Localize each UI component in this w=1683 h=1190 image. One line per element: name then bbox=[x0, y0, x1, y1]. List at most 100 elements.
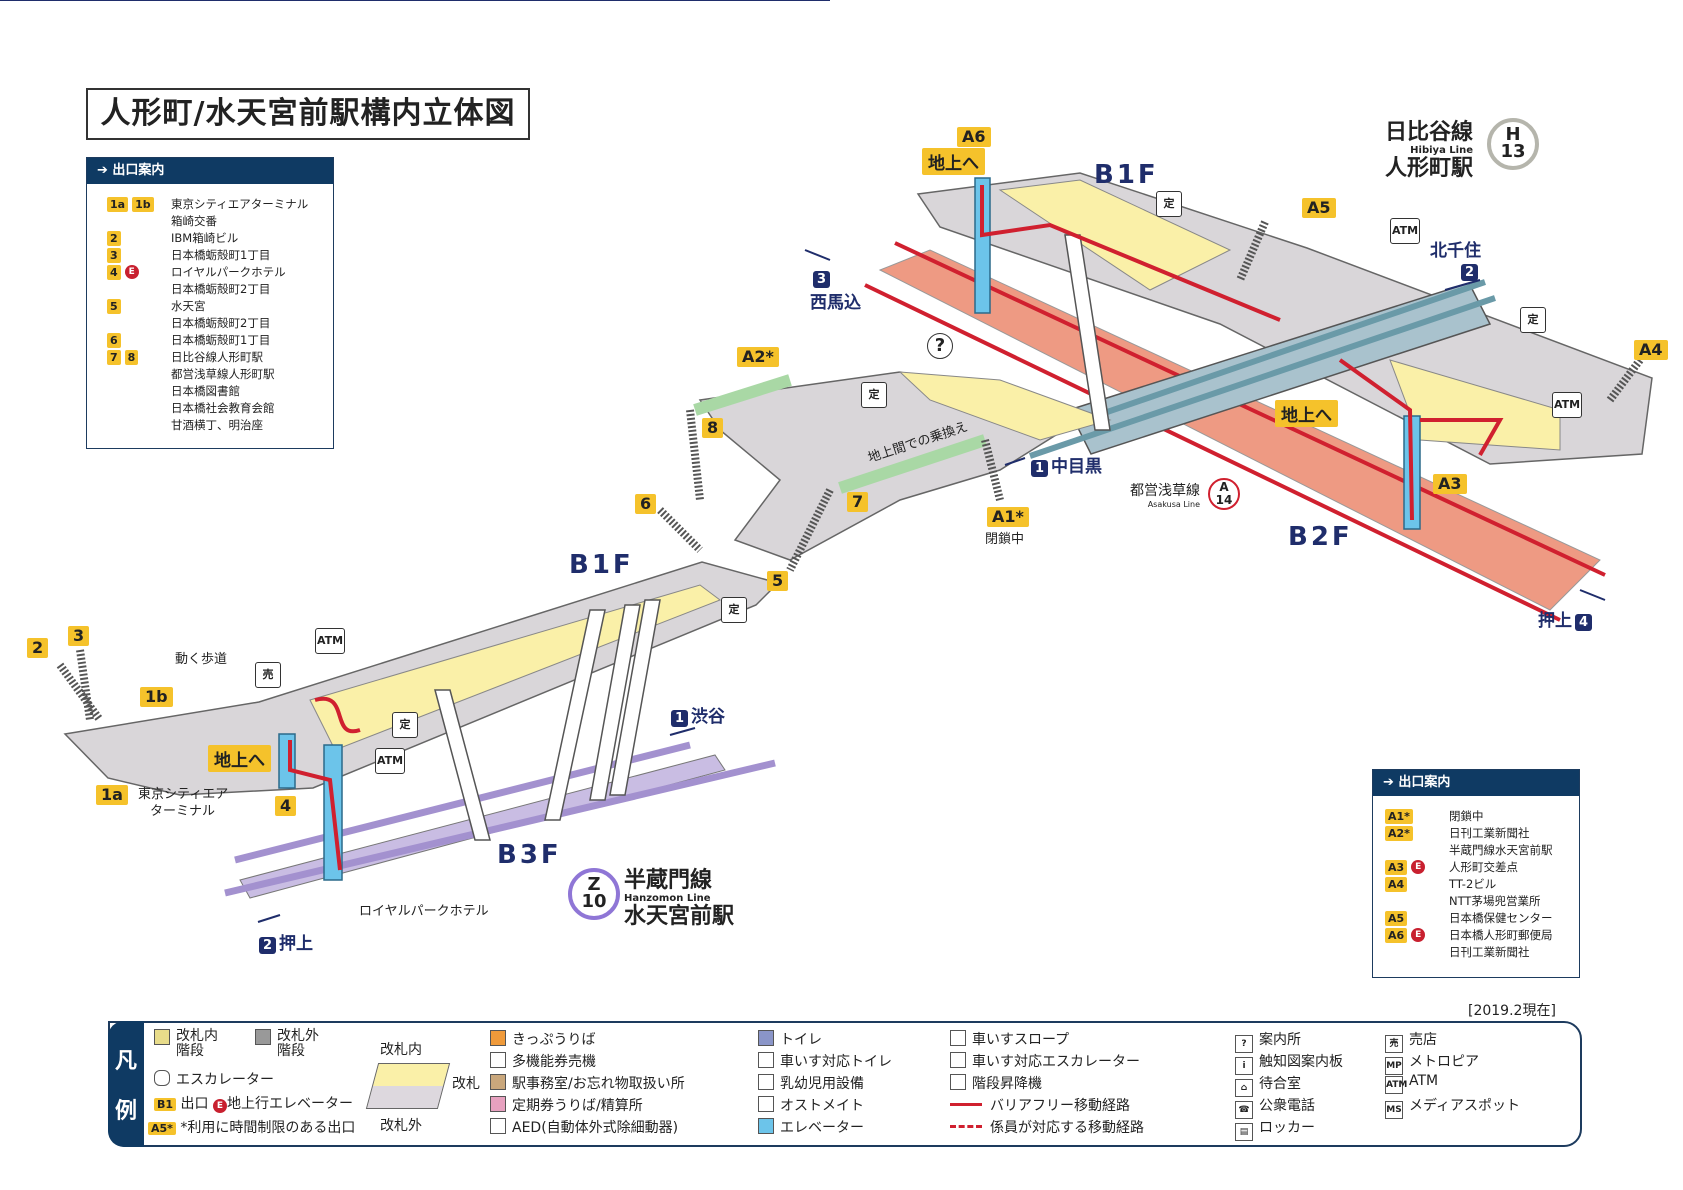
legend-icon: 売 bbox=[1385, 1035, 1403, 1053]
direction-arrows bbox=[0, 0, 1606, 923]
exit-2-badge: 2 bbox=[27, 638, 49, 658]
line-name: 日比谷線 bbox=[1385, 120, 1474, 145]
exit-destination: 水天宮 bbox=[171, 299, 206, 313]
exit-number-badge: A6 bbox=[1385, 928, 1408, 943]
stairs-inside-icon bbox=[154, 1029, 170, 1045]
legend-item: 車いす対応エスカレーター bbox=[950, 1051, 1140, 1071]
direction-name: 渋谷 bbox=[691, 707, 725, 727]
exit-number-badge: 7 bbox=[107, 350, 121, 365]
hibiya-b1f-paid-area bbox=[998, 179, 1232, 291]
exit-a2-badge: A2* bbox=[737, 347, 779, 367]
legend-icon bbox=[758, 1074, 774, 1090]
legend-item: 階段昇降機 bbox=[950, 1073, 1042, 1093]
station-code-letter: H bbox=[1505, 124, 1521, 145]
exit-destination: 日本橋図書館 bbox=[171, 384, 240, 398]
exit-destination: 箱崎交番 bbox=[171, 214, 217, 228]
legend-item: エレベーター bbox=[758, 1117, 864, 1137]
date-note: [2019.2現在] bbox=[1468, 1003, 1556, 1019]
exit-guide-row: A2*日刊工業新聞社半蔵門線水天宮前駅 bbox=[1385, 825, 1579, 859]
exit-destination: TT-2ビル bbox=[1449, 877, 1497, 891]
exit-8-badge: 8 bbox=[702, 418, 724, 438]
exit-badges: A1* bbox=[1385, 808, 1449, 825]
direction-number: 1 bbox=[1031, 460, 1048, 477]
to-ground-label: 地上へ bbox=[208, 745, 271, 772]
exit-1a-badge: 1a bbox=[96, 785, 128, 805]
elevator-icon: E bbox=[1411, 860, 1426, 874]
exit-destination: 東京シティエアターミナル bbox=[171, 197, 309, 211]
station-code-letter: Z bbox=[587, 874, 601, 895]
exit-destination: 日本橋蛎殻町2丁目 bbox=[171, 316, 271, 330]
exit-1b-badge: 1b bbox=[140, 687, 173, 707]
legend-gate-inside: 改札内 bbox=[380, 1042, 422, 1058]
legend-item: ▤ロッカー bbox=[1235, 1117, 1315, 1141]
legend-icon bbox=[758, 1096, 774, 1112]
exit-destination: 閉鎖中 bbox=[1449, 809, 1484, 823]
legend-item: 係員が対応する移動経路 bbox=[950, 1117, 1144, 1137]
legend-item: 定期券うりば/精算所 bbox=[490, 1095, 643, 1115]
exit-number-badge: 6 bbox=[107, 333, 121, 348]
station-code-number: 10 bbox=[581, 891, 607, 912]
exit-badges: 6 bbox=[107, 332, 171, 349]
direction-number: 4 bbox=[1575, 614, 1592, 631]
elevator-icon: E bbox=[124, 265, 139, 279]
exit-a6-badge: A6 bbox=[957, 127, 991, 147]
stairs-outside-icon bbox=[255, 1029, 271, 1045]
legend-label: エレベーター bbox=[780, 1120, 864, 1136]
legend-icon: ☎ bbox=[1235, 1101, 1253, 1119]
legend-label: 定期券うりば/精算所 bbox=[512, 1098, 643, 1114]
legend-label: ATM bbox=[1409, 1073, 1439, 1089]
exit-7-badge: 7 bbox=[847, 492, 869, 512]
direction-name: 押上 bbox=[279, 934, 313, 954]
escalators bbox=[434, 234, 1111, 841]
commuter-pass-icon: 定 bbox=[1520, 307, 1546, 333]
legend-icon bbox=[490, 1052, 506, 1068]
legend-item: 売売店 bbox=[1385, 1029, 1437, 1053]
exit-number-badge: 1b bbox=[132, 197, 154, 212]
floor-label-b1f-hanzomon: B1F bbox=[569, 550, 634, 580]
direction-name: 西馬込 bbox=[810, 293, 861, 313]
legend-stairs-inside: 改札内 階段 bbox=[154, 1029, 218, 1059]
station-name: 人形町駅 bbox=[1385, 156, 1474, 181]
tcat-label-line2: ターミナル bbox=[150, 804, 216, 819]
legend-title: 例 bbox=[114, 1099, 137, 1124]
exit-destination: IBM箱崎ビル bbox=[171, 231, 239, 245]
exit-badges: A2* bbox=[1385, 825, 1449, 859]
legend-item: 車いす対応トイレ bbox=[758, 1051, 892, 1071]
exit-a1-badge: A1* bbox=[987, 507, 1029, 527]
exit-a1-closed-note: 閉鎖中 bbox=[985, 532, 1025, 547]
legend-icon bbox=[950, 1074, 966, 1090]
legend-icon bbox=[490, 1074, 506, 1090]
exit-destination: 都営浅草線人形町駅 bbox=[171, 367, 275, 381]
information-icon: ? bbox=[927, 333, 953, 359]
asakusa-station-number: A 14 bbox=[1208, 478, 1240, 510]
legend-label: 出口 bbox=[180, 1096, 209, 1112]
floor-label-b1f-hibiya: B1F bbox=[1094, 160, 1159, 190]
legend-label: 地上行エレベーター bbox=[226, 1096, 353, 1112]
legend-icon: MP bbox=[1385, 1057, 1403, 1075]
exit-destination: 日本橋蛎殻町1丁目 bbox=[171, 248, 271, 262]
exit-destination: 日本橋蛎殻町1丁目 bbox=[171, 333, 271, 347]
exit-destination: NTT茅場兜営業所 bbox=[1449, 894, 1541, 908]
legend-title: 凡 bbox=[114, 1049, 137, 1074]
exit-destination: 日本橋蛎殻町2丁目 bbox=[171, 282, 271, 296]
legend-label: メディアスポット bbox=[1409, 1098, 1521, 1114]
gate-diagram bbox=[365, 1063, 451, 1109]
station-code-letter: A bbox=[1219, 480, 1229, 494]
hanzomon-b1f-paid-area bbox=[309, 584, 722, 751]
exit-badges: 5 bbox=[107, 298, 171, 332]
royal-park-hotel-label: ロイヤルパークホテル bbox=[359, 904, 489, 919]
legend-icon bbox=[950, 1052, 966, 1068]
exit-number-badge: 4 bbox=[107, 265, 121, 280]
legend-label: きっぷうりば bbox=[512, 1032, 596, 1048]
legend-label: 車いす対応エスカレーター bbox=[972, 1054, 1140, 1070]
